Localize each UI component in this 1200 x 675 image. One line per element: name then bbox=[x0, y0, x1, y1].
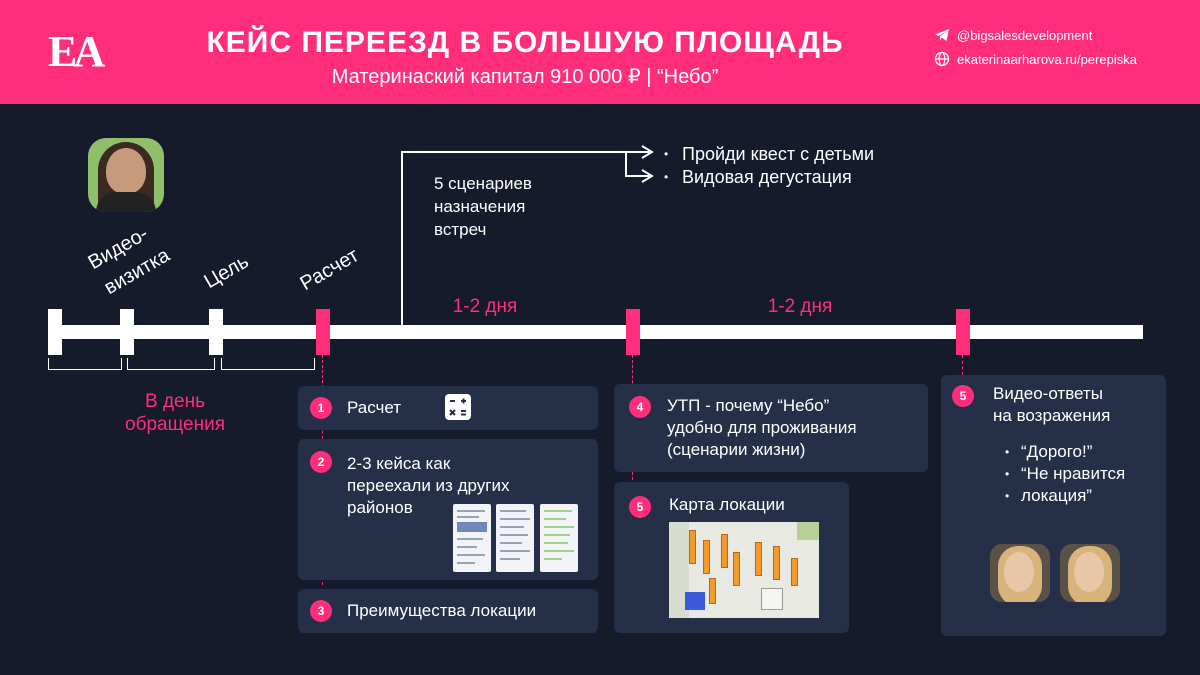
timeline-tick bbox=[48, 309, 62, 355]
calculator-icon bbox=[445, 394, 471, 420]
step-number: 3 bbox=[310, 600, 332, 622]
case-screenshot bbox=[540, 504, 578, 572]
timeline-tick bbox=[120, 309, 134, 355]
bracket bbox=[48, 358, 122, 370]
step-text: Карта локации bbox=[669, 495, 785, 514]
timeline-tick bbox=[209, 309, 223, 355]
step-number: 5 bbox=[629, 496, 651, 518]
scenarios-note: 5 сценариев назначения встреч bbox=[434, 174, 532, 239]
bracket bbox=[127, 358, 215, 370]
step-text: 2-3 кейса как переехали из других районо… bbox=[347, 454, 510, 517]
step-text: Видео-ответы на возражения bbox=[993, 384, 1111, 425]
step-number: 4 bbox=[629, 396, 651, 418]
location-map bbox=[669, 522, 819, 618]
step-text: Расчет bbox=[347, 398, 402, 417]
list-item: локация” bbox=[1003, 485, 1125, 507]
step-card-calc: 1 Расчет bbox=[298, 386, 598, 430]
page-subtitle: Материнаский капитал 910 000 ₽ | “Небо” bbox=[331, 66, 719, 88]
period-label-2: 1-2 дня bbox=[767, 296, 833, 317]
telegram-icon bbox=[935, 29, 949, 41]
telegram-handle: @bigsalesdevelopment bbox=[957, 27, 1093, 43]
connector-line bbox=[962, 355, 963, 375]
same-day-label: В день обращения bbox=[125, 391, 225, 435]
step-number: 2 bbox=[310, 451, 332, 473]
header-banner: EA КЕЙС ПЕРЕЕЗД В БОЛЬШУЮ ПЛОЩАДЬ Матери… bbox=[0, 0, 1200, 104]
step-card-video-answers: 5 Видео-ответы на возражения “Дорого!” “… bbox=[941, 375, 1166, 636]
step-number: 1 bbox=[310, 397, 332, 419]
bracket bbox=[221, 358, 315, 370]
case-screenshot bbox=[496, 504, 534, 572]
list-item: “Не нравится bbox=[1003, 463, 1125, 485]
step-number: 5 bbox=[952, 385, 974, 407]
presenter-avatar bbox=[88, 138, 164, 212]
timeline-tick bbox=[316, 309, 330, 355]
list-item: Пройди квест с детьми bbox=[664, 143, 874, 166]
brand-logo: EA bbox=[48, 27, 105, 76]
globe-icon bbox=[934, 51, 950, 67]
list-item: Видовая дегустация bbox=[664, 166, 874, 189]
video-thumbnail[interactable] bbox=[990, 544, 1050, 602]
scenario-list: Пройди квест с детьми Видовая дегустация bbox=[664, 143, 874, 189]
page-title: КЕЙС ПЕРЕЕЗД В БОЛЬШУЮ ПЛОЩАДЬ bbox=[206, 26, 844, 59]
period-label-1: 1-2 дня bbox=[452, 296, 518, 317]
video-thumbnail[interactable] bbox=[1060, 544, 1120, 602]
objection-list: “Дорого!” “Не нравится локация” bbox=[1003, 441, 1125, 507]
step-card-usp: 4 УТП - почему “Небо” удобно для прожива… bbox=[614, 384, 928, 472]
step-text: УТП - почему “Небо” удобно для проживани… bbox=[667, 396, 857, 459]
telegram-contact[interactable]: @bigsalesdevelopment bbox=[934, 27, 1092, 43]
timeline-tick bbox=[956, 309, 970, 355]
timeline-tick bbox=[626, 309, 640, 355]
website-url: ekaterinaarharova.ru/perepiska bbox=[957, 51, 1137, 67]
step-card-advantages: 3 Преимущества локации bbox=[298, 589, 598, 633]
case-screenshot bbox=[453, 504, 491, 572]
list-item: “Дорого!” bbox=[1003, 441, 1125, 463]
step-text: Преимущества локации bbox=[347, 601, 537, 620]
website-contact[interactable]: ekaterinaarharova.ru/perepiska bbox=[934, 51, 1137, 67]
